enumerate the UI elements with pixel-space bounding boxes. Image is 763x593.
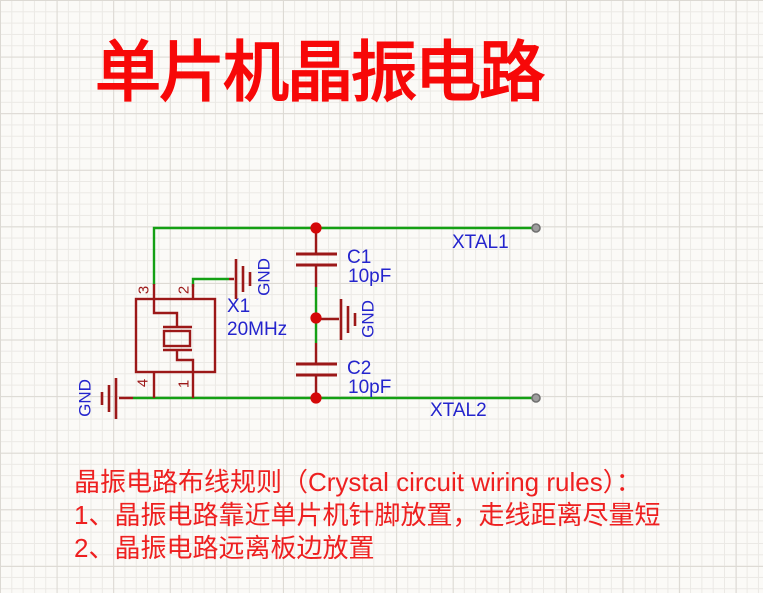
ground-label: GND [76, 379, 95, 417]
ground-symbol-icon [229, 259, 252, 299]
crystal-symbol-leads [152, 299, 195, 372]
ground-symbol-icon [100, 378, 133, 419]
wire-pin2-gnd [191, 277, 229, 287]
crystal-designator: X1 [227, 296, 250, 317]
junction-dot [310, 222, 322, 234]
pin-number-3: 3 [136, 286, 153, 294]
net-label-xtal2: XTAL2 [430, 400, 487, 421]
junction-dot [310, 392, 322, 404]
ground-left: GND [76, 378, 133, 419]
c2-value: 10pF [348, 377, 391, 398]
ground-top: GND [229, 258, 274, 299]
junction-dots [310, 222, 322, 404]
c1-plates [296, 252, 337, 267]
c1-value: 10pF [348, 266, 391, 287]
c2-designator: C2 [347, 358, 371, 379]
capacitor-c1: C1 10pF [296, 228, 391, 287]
crystal-value: 20MHz [227, 319, 287, 340]
net-label-xtal1: XTAL1 [452, 232, 509, 253]
net-xtal1: XTAL1 [452, 223, 541, 253]
wiring-rules-heading: 晶振电路布线规则（Crystal circuit wiring rules）： [74, 467, 642, 497]
crystal-pin-stubs [152, 284, 195, 398]
ground-mid: GND [316, 299, 378, 340]
ground-symbol-icon [316, 299, 357, 340]
ground-label: GND [255, 258, 274, 296]
pin-endpoint [531, 223, 541, 233]
crystal-x1: 3 2 4 1 X1 20MHz [134, 284, 287, 398]
page-title: 单片机晶振电路 [95, 35, 545, 109]
c2-plates [296, 362, 337, 377]
crystal-body-outline [134, 297, 217, 374]
wire-xtal1-net [152, 226, 532, 285]
capacitor-c2: C2 10pF [296, 343, 391, 398]
ground-label: GND [359, 300, 378, 338]
net-xtal2: XTAL2 [430, 393, 541, 421]
pin-number-4: 4 [135, 379, 152, 387]
junction-dot [310, 312, 322, 324]
pin-endpoint [531, 393, 541, 403]
wiring-rule-item-2: 2、晶振电路远离板边放置 [74, 533, 375, 563]
wiring-rule-item-1: 1、晶振电路靠近单片机针脚放置，走线距离尽量短 [74, 500, 661, 530]
crystal-symbol-rect [162, 329, 192, 348]
pin-number-2: 2 [176, 286, 193, 294]
wiring-rules-block: 晶振电路布线规则（Crystal circuit wiring rules）： … [74, 466, 660, 565]
pin-number-1: 1 [176, 380, 193, 388]
c1-designator: C1 [347, 247, 371, 268]
